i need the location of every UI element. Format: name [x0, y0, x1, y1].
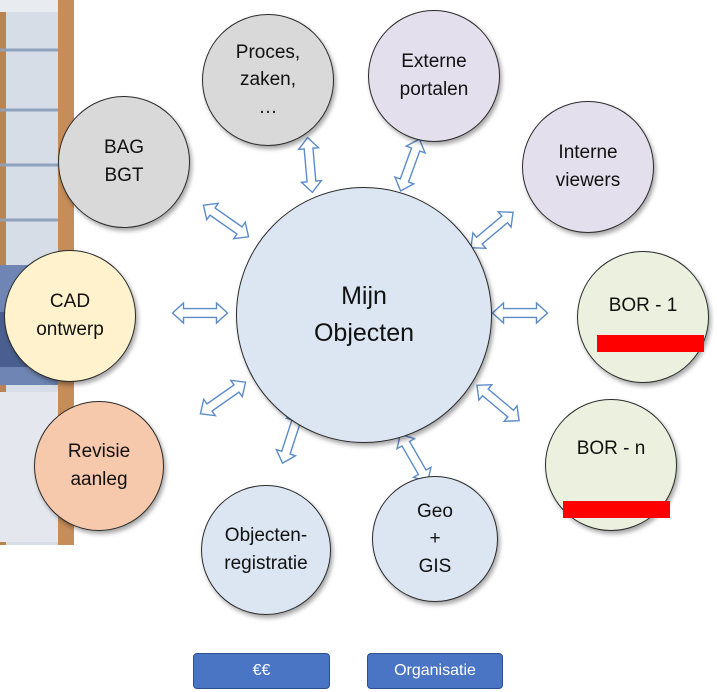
arrow-bor-n-icon	[476, 383, 520, 423]
node-label: BAG BGT	[103, 137, 145, 186]
node-cad-ontwerp: CAD ontwerp	[4, 250, 136, 382]
node-label: CAD ontwerp	[36, 291, 104, 340]
node-label: Geo + GIS	[417, 500, 453, 577]
arrow-proces-icon	[297, 136, 323, 194]
money-button[interactable]: €€	[193, 653, 330, 689]
center-node-mijn-objecten: Mijn Objecten	[236, 187, 492, 443]
node-objectenregistratie: Objecten- registratie	[201, 485, 331, 615]
node-externe-portalen: Externe portalen	[368, 10, 500, 142]
node-bor-1: BOR - 1	[577, 251, 709, 383]
node-label: Proces, zaken, …	[235, 41, 301, 118]
arrow-cad-icon	[171, 301, 229, 325]
node-label: BOR - 1	[608, 295, 678, 317]
arrow-bag-icon	[202, 202, 250, 240]
arrow-externe-icon	[393, 138, 427, 192]
node-revisie-aanleg: Revisie aanleg	[34, 401, 164, 531]
node-proces-zaken: Proces, zaken, …	[202, 14, 334, 146]
node-label: Externe portalen	[399, 51, 469, 100]
node-label: BOR - n	[576, 438, 646, 460]
center-node-label: Mijn Objecten	[313, 281, 415, 348]
node-bag-bgt: BAG BGT	[58, 96, 190, 228]
redaction-bar-bor-n	[563, 501, 670, 518]
node-label: Objecten- registratie	[224, 525, 308, 574]
redaction-bar-bor-1	[597, 335, 704, 352]
arrow-bor-1-icon	[491, 301, 549, 325]
node-interne-viewers: Interne viewers	[522, 101, 654, 233]
arrow-revisie-icon	[199, 379, 247, 417]
node-label: Revisie aanleg	[67, 441, 131, 490]
node-geo-gis: Geo + GIS	[372, 476, 498, 602]
organisatie-button[interactable]: Organisatie	[367, 653, 503, 689]
node-label: Interne viewers	[555, 142, 621, 191]
